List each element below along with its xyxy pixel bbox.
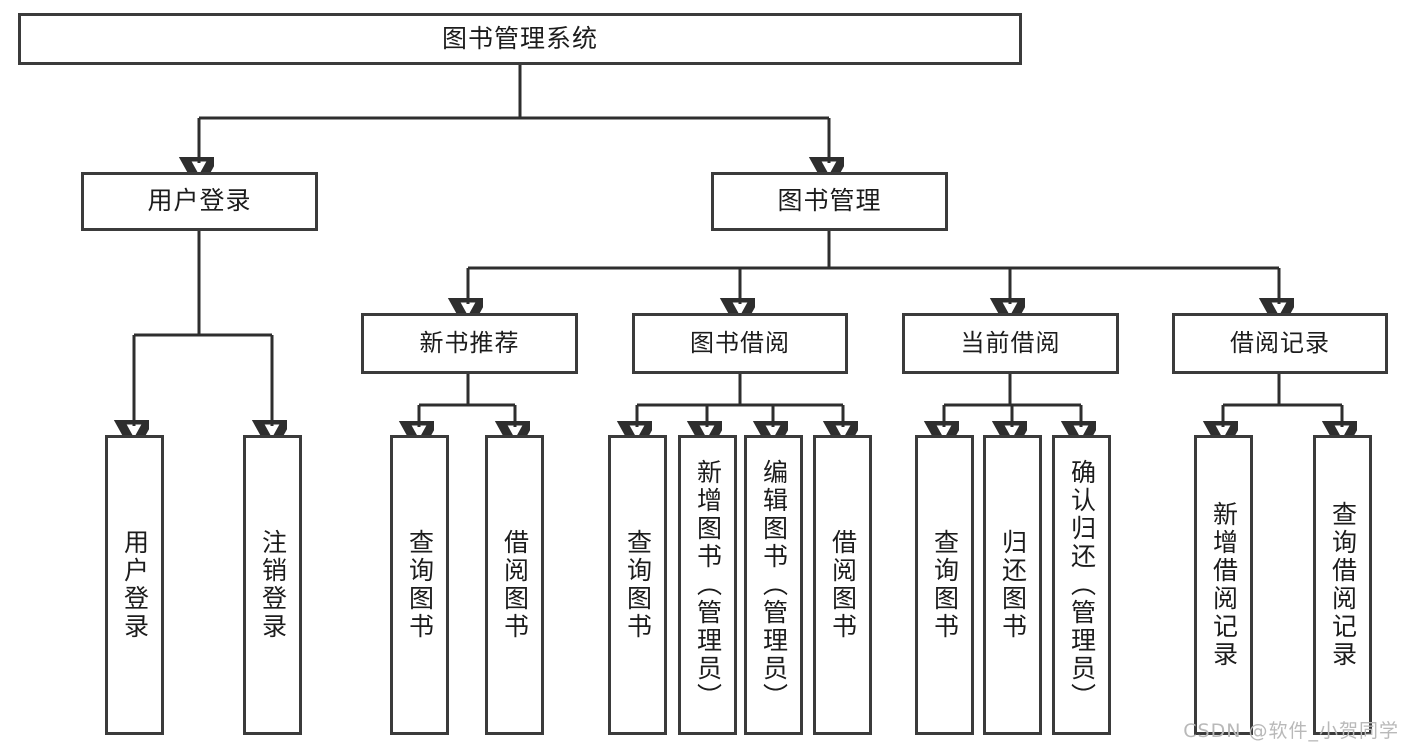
node-label: 注销登录 [258, 529, 288, 641]
node-root[interactable]: 图书管理系统 [18, 13, 1022, 65]
node-label: 借阅图书 [828, 529, 858, 641]
node-label: 当前借阅 [960, 328, 1061, 357]
node-label: 图书管理 [777, 186, 882, 216]
node-label: 归还图书 [998, 529, 1028, 641]
node-label: 借阅图书 [500, 529, 530, 641]
watermark: CSDN @软件_小贺同学 [1183, 720, 1399, 742]
node-label: 用户登录 [147, 186, 252, 216]
node-label: 新书推荐 [419, 328, 520, 357]
leaf-edit-book-admin[interactable]: 编辑图书（管理员） [744, 435, 803, 735]
node-label: 图书管理系统 [441, 23, 598, 53]
leaf-add-book-admin[interactable]: 新增图书（管理员） [678, 435, 737, 735]
node-label: 新增借阅记录 [1209, 501, 1239, 669]
leaf-confirm-return-admin[interactable]: 确认归还（管理员） [1052, 435, 1111, 735]
leaf-query-books-current[interactable]: 查询图书 [915, 435, 974, 735]
leaf-add-borrow-record[interactable]: 新增借阅记录 [1194, 435, 1253, 735]
node-new-book-recommendation[interactable]: 新书推荐 [361, 313, 578, 374]
node-label: 查询图书 [930, 529, 960, 641]
node-label: 编辑图书（管理员） [759, 459, 789, 711]
leaf-borrow-books-recommend[interactable]: 借阅图书 [485, 435, 544, 735]
node-label: 图书借阅 [690, 328, 790, 357]
node-label: 确认归还（管理员） [1067, 459, 1097, 711]
node-label: 查询借阅记录 [1328, 501, 1358, 669]
leaf-query-books-borrow[interactable]: 查询图书 [608, 435, 667, 735]
leaf-borrow-books[interactable]: 借阅图书 [813, 435, 872, 735]
node-label: 用户登录 [120, 529, 150, 641]
node-label: 借阅记录 [1230, 328, 1330, 357]
node-book-borrow[interactable]: 图书借阅 [632, 313, 848, 374]
leaf-return-books[interactable]: 归还图书 [983, 435, 1042, 735]
node-label: 查询图书 [405, 529, 435, 641]
leaf-logout[interactable]: 注销登录 [243, 435, 302, 735]
node-label: 新增图书（管理员） [693, 459, 723, 711]
leaf-user-login[interactable]: 用户登录 [105, 435, 164, 735]
node-borrow-records[interactable]: 借阅记录 [1172, 313, 1388, 374]
node-book-management[interactable]: 图书管理 [711, 172, 948, 231]
node-user-login[interactable]: 用户登录 [81, 172, 318, 231]
leaf-query-borrow-record[interactable]: 查询借阅记录 [1313, 435, 1372, 735]
node-label: 查询图书 [623, 529, 653, 641]
node-current-borrow[interactable]: 当前借阅 [902, 313, 1119, 374]
leaf-query-books-recommend[interactable]: 查询图书 [390, 435, 449, 735]
